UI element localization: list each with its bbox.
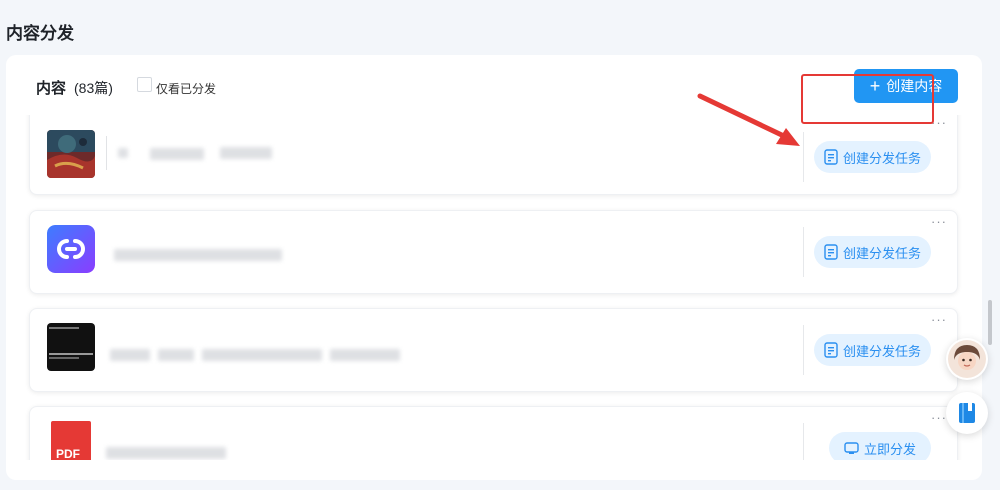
content-count: (83篇) [74,80,113,96]
title-blurred [220,147,272,159]
plus-icon: + [869,76,881,96]
create-task-label: 创建分发任务 [842,150,921,166]
link-app-logo [47,225,95,273]
content-list: ··· 创建分发任务 ··· [6,115,982,460]
more-icon[interactable]: ··· [931,312,947,327]
more-icon[interactable]: ··· [931,115,947,130]
list-item[interactable]: ··· 创建分发任务 [29,308,958,392]
create-task-label: 创建分发任务 [842,245,921,261]
book-icon [959,403,975,423]
create-task-label: 创建分发任务 [842,343,921,359]
create-task-button[interactable]: 创建分发任务 [814,141,931,173]
title-blurred [202,349,322,361]
assistant-avatar-button[interactable] [946,338,988,380]
painting-thumbnail [47,130,95,178]
item-divider [803,423,804,460]
list-item[interactable]: PDF ··· 立即分发 [29,406,958,460]
title-blurred [110,349,150,361]
item-divider [803,132,804,182]
title-blurred [106,447,226,459]
create-task-button[interactable]: 创建分发任务 [814,236,931,268]
pdf-icon: PDF [51,421,91,460]
more-icon[interactable]: ··· [931,410,947,425]
create-content-label: 创建内容 [886,78,943,94]
task-doc-icon [824,149,838,165]
distributed-only-label[interactable]: 仅看已分发 [156,82,217,96]
content-title: 内容 [36,80,67,97]
list-item[interactable]: ··· 创建分发任务 [29,210,958,294]
create-task-button[interactable]: 创建分发任务 [814,334,931,366]
content-panel: 内容 (83篇) 仅看已分发 + 创建内容 [6,55,982,480]
task-doc-icon [824,342,838,358]
task-doc-icon [824,244,838,260]
thumb-separator [106,136,107,170]
page-title: 内容分发 [6,24,74,43]
title-blurred [114,249,282,261]
annotation-arrow [697,93,800,146]
item-divider [803,325,804,375]
more-icon[interactable]: ··· [931,214,947,229]
title-blurred [118,148,128,158]
annotation-highlight-box [801,74,934,124]
notebook-button[interactable] [946,392,988,434]
avatar-icon [948,340,986,378]
title-blurred [150,148,204,160]
scrollbar[interactable] [988,300,992,345]
distributed-only-checkbox[interactable] [137,77,152,92]
list-item[interactable]: ··· 创建分发任务 [29,115,958,195]
item-divider [803,227,804,277]
dark-video-thumbnail [47,323,95,371]
distribute-now-button[interactable]: 立即分发 [829,432,931,460]
title-blurred [330,349,400,361]
title-blurred [158,349,194,361]
distribute-icon [844,441,859,455]
distribute-now-label: 立即分发 [863,441,916,457]
pdf-label: PDF [56,447,80,460]
